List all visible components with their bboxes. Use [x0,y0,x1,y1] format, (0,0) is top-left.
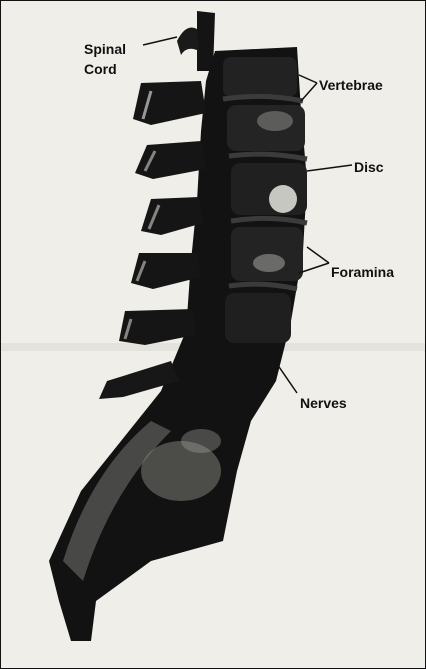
label-disc: Disc [354,159,384,175]
label-cord: Cord [84,61,117,77]
leader-disc [307,165,352,171]
leader-spinal-cord [143,37,177,45]
leader-vertebrae-top [299,75,317,83]
label-spinal: Spinal [84,41,126,57]
leader-vertebrae-bottom [301,83,317,101]
leader-foramina-bottom [299,263,329,273]
leader-foramina-top [307,247,329,263]
label-nerves: Nerves [300,395,347,411]
leader-nerves [275,361,297,393]
label-vertebrae: Vertebrae [319,77,383,93]
label-foramina: Foramina [331,264,394,280]
upper-nerve-root [177,28,199,56]
